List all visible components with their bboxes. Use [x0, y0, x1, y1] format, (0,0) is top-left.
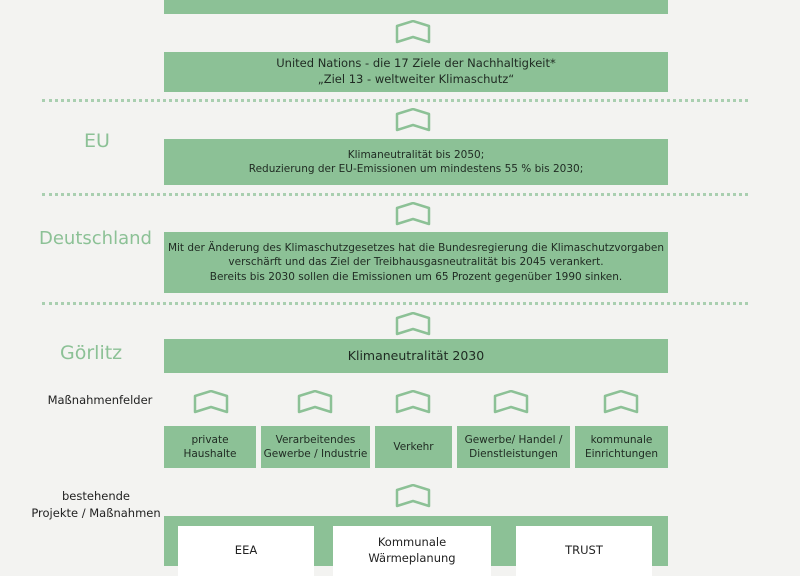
project-line1: Kommunale	[377, 535, 447, 550]
field-line1: kommunale	[590, 433, 653, 446]
field-line1: Gewerbe/ Handel /	[464, 433, 563, 446]
un-goal-line2: „Ziel 13 - weltweiter Klimaschutz“	[317, 72, 515, 86]
massnahmenfelder-label: Maßnahmenfelder	[47, 393, 153, 407]
field-line1: private	[191, 433, 229, 446]
field-line2: Einrichtungen	[584, 448, 659, 460]
field-box-kommunale-einrichtungen: kommunale Einrichtungen	[575, 426, 668, 468]
top-box	[164, 0, 668, 14]
chevron-up-icon	[394, 20, 432, 44]
region-label-deutschland: Deutschland	[39, 228, 152, 249]
project-line1: TRUST	[565, 543, 603, 558]
chevron-up-icon	[602, 390, 640, 414]
projects-container: EEA Kommunale Wärmeplanung TRUST	[164, 516, 668, 576]
project-line1: EEA	[234, 543, 258, 558]
field-line2: Gewerbe / Industrie	[263, 448, 368, 460]
field-box-private-haushalte: private Haushalte	[164, 426, 256, 468]
field-box-verkehr: Verkehr	[375, 426, 452, 468]
field-box-gewerbe-handel: Gewerbe/ Handel / Dienstleistungen	[457, 426, 570, 468]
separator	[42, 302, 748, 305]
un-goal-box: United Nations - die 17 Ziele der Nachha…	[164, 52, 668, 92]
field-line2: Dienstleistungen	[469, 448, 558, 460]
projekte-label: bestehende Projekte / Maßnahmen	[20, 488, 172, 523]
project-line2: Wärmeplanung	[368, 551, 456, 565]
region-label-goerlitz: Görlitz	[60, 342, 123, 364]
de-goal-line2: verschärft und das Ziel der Treibhausgas…	[228, 256, 604, 269]
project-box-waermeplanung: Kommunale Wärmeplanung	[333, 526, 491, 576]
region-label-eu: EU	[84, 130, 110, 152]
chevron-up-icon	[394, 390, 432, 414]
de-goal-line1: Mit der Änderung des Klimaschutzgesetzes…	[167, 242, 665, 255]
project-box-trust: TRUST	[516, 526, 652, 576]
field-line1: Verarbeitendes	[275, 433, 356, 446]
eu-goal-box: Klimaneutralität bis 2050; Reduzierung d…	[164, 139, 668, 185]
projekte-label-line2: Projekte / Maßnahmen	[31, 506, 161, 521]
chevron-up-icon	[296, 390, 334, 414]
chevron-up-icon	[394, 202, 432, 226]
chevron-up-icon	[492, 390, 530, 414]
separator	[42, 99, 748, 102]
un-goal-line1: United Nations - die 17 Ziele der Nachha…	[276, 56, 556, 71]
separator	[42, 193, 748, 196]
chevron-up-icon	[394, 312, 432, 336]
eu-goal-line1: Klimaneutralität bis 2050;	[347, 148, 485, 161]
projekte-label-line1: bestehende	[62, 489, 130, 503]
goerlitz-goal-box: Klimaneutralität 2030	[164, 339, 668, 373]
project-box-eea: EEA	[178, 526, 314, 576]
field-line2: Haushalte	[183, 448, 237, 460]
de-goal-box: Mit der Änderung des Klimaschutzgesetzes…	[164, 232, 668, 293]
field-box-gewerbe-industrie: Verarbeitendes Gewerbe / Industrie	[261, 426, 370, 468]
eu-goal-line2: Reduzierung der EU-Emissionen um mindest…	[248, 163, 584, 175]
chevron-up-icon	[394, 108, 432, 132]
field-line1: Verkehr	[393, 440, 434, 453]
de-goal-line3: Bereits bis 2030 sollen die Emissionen u…	[209, 270, 623, 283]
chevron-up-icon	[394, 484, 432, 508]
goerlitz-goal-text: Klimaneutralität 2030	[347, 347, 485, 363]
chevron-up-icon	[192, 390, 230, 414]
